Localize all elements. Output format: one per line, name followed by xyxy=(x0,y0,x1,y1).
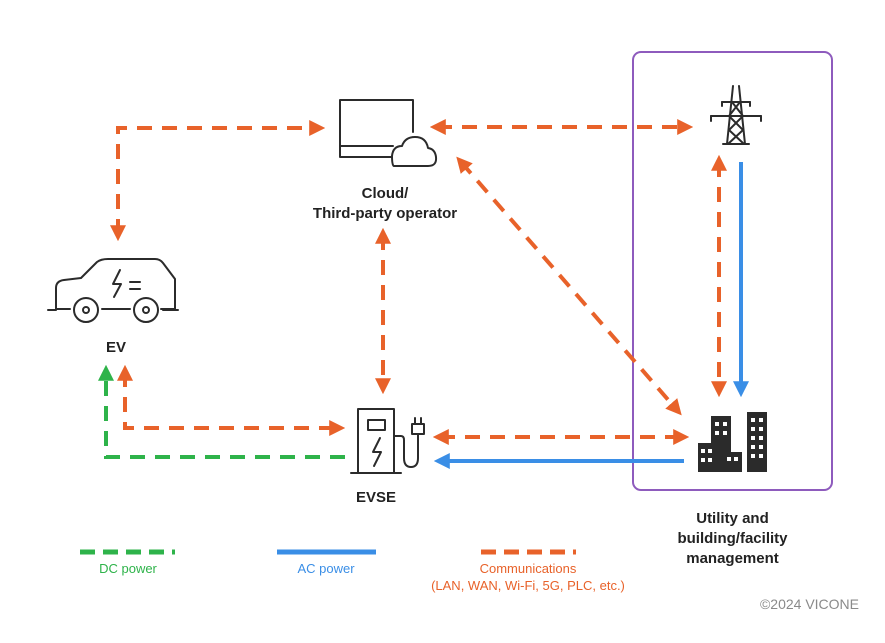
cloud-label: Cloud/ Third-party operator xyxy=(290,184,480,224)
utility-group-box xyxy=(632,51,833,491)
legend-comm-label: Communications (LAN, WAN, Wi-Fi, 5G, PLC… xyxy=(418,560,638,594)
copyright-notice: ©2024 VICONE xyxy=(759,596,859,612)
buildings-icon xyxy=(698,412,767,472)
ev-label: EV xyxy=(105,339,126,356)
comm-link-cloud-building xyxy=(456,156,682,416)
cloud-label-line2: Third-party operator xyxy=(312,205,458,222)
legend-comm-line1: Communications xyxy=(479,561,577,576)
electric-car-icon xyxy=(47,258,179,323)
dc-power-link-evse-ev xyxy=(98,364,345,459)
utility-label-line1: Utility and xyxy=(696,510,769,527)
legend-dc-label: DC power xyxy=(99,561,157,576)
monitor-cloud-icon xyxy=(339,99,438,167)
cloud-label-line1: Cloud/ xyxy=(361,185,409,202)
legend-ac-label: AC power xyxy=(297,561,355,576)
evse-label: EVSE xyxy=(355,489,397,506)
power-tower-icon xyxy=(710,85,762,145)
utility-label-line2: building/facility xyxy=(677,530,788,547)
utility-label-line3: management xyxy=(686,550,779,567)
utility-label: Utility and building/facility management xyxy=(633,509,832,569)
comm-link-ev-evse xyxy=(117,364,346,436)
legend-comm-line2: (LAN, WAN, Wi-Fi, 5G, PLC, etc.) xyxy=(431,578,625,593)
comm-link-ev-cloud xyxy=(110,120,326,242)
charging-station-icon xyxy=(350,408,425,474)
